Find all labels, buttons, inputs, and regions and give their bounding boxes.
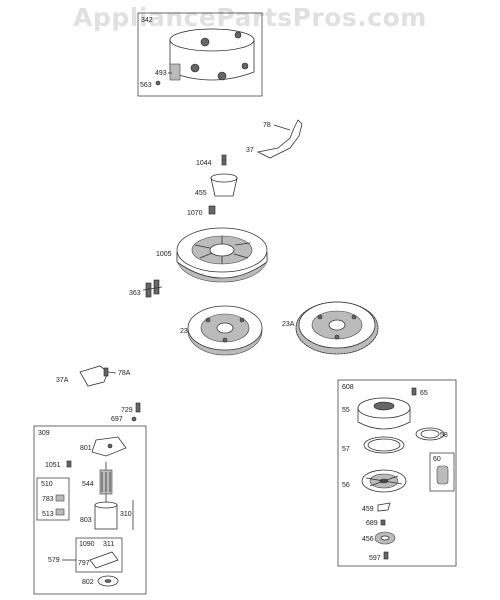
screw-597 — [383, 551, 389, 560]
nut-1070: 1070 — [187, 205, 216, 217]
callout-493: 493 — [155, 70, 167, 77]
callout-60: 60 — [433, 456, 441, 463]
armature-544 — [99, 462, 113, 504]
callout-459: 459 — [362, 506, 374, 513]
callout-689: 689 — [366, 520, 378, 527]
callout-729: 729 — [121, 407, 133, 414]
pulley-56 — [361, 469, 407, 493]
callout-783: 783 — [42, 496, 54, 503]
callout-597: 597 — [369, 555, 381, 562]
box-342 — [137, 12, 263, 97]
callout-1005: 1005 — [156, 251, 172, 258]
callout-37: 37 — [246, 147, 254, 154]
callout-55: 55 — [342, 407, 350, 414]
callout-544: 544 — [82, 481, 94, 488]
dog-459 — [377, 502, 391, 512]
box-1090 — [75, 537, 123, 573]
callout-65: 65 — [420, 390, 428, 397]
callout-1044: 1044 — [196, 160, 212, 167]
brush-783 — [55, 494, 65, 502]
callout-579: 579 — [48, 557, 60, 564]
shield-37A: 37A 78A — [56, 365, 131, 387]
blower-housing-group: 342 493 563 — [137, 12, 263, 97]
housing-803 — [94, 501, 118, 530]
screw-1044: 1044 — [196, 154, 227, 167]
starter-motor-group: 309 801 1051 544 510 783 513 803 310 109… — [33, 425, 147, 595]
callout-311: 311 — [103, 541, 114, 548]
flywheel-23: 23 — [180, 305, 263, 356]
callout-563: 563 — [140, 82, 152, 89]
callout-1051: 1051 — [45, 462, 61, 469]
callout-37A: 37A — [56, 377, 69, 384]
box-608 — [337, 379, 457, 567]
gear-802 — [97, 575, 119, 587]
callout-310: 310 — [120, 511, 132, 518]
callout-803: 803 — [80, 517, 92, 524]
rewind-starter-group: 608 55 65 57 58 60 56 459 689 — [337, 379, 457, 567]
flywheel-1005: 1005 — [156, 227, 268, 283]
spring-58 — [415, 427, 445, 441]
screw-65 — [411, 387, 417, 396]
callout-455: 455 — [195, 190, 207, 197]
callout-23A: 23A — [282, 321, 295, 328]
bracket-493 — [169, 63, 181, 81]
callout-802: 802 — [82, 579, 94, 586]
rope-57 — [363, 436, 405, 454]
callout-23: 23 — [180, 328, 188, 335]
box-510 — [36, 477, 70, 521]
callout-608: 608 — [342, 384, 354, 391]
handle-60 — [436, 465, 449, 485]
callout-797: 797 — [78, 560, 90, 567]
callout-309: 309 — [38, 430, 50, 437]
drive-assembly-797 — [89, 551, 119, 569]
watermark: AppliancePartsPros.com — [73, 3, 427, 32]
callout-1070: 1070 — [187, 210, 203, 217]
callout-342: 342 — [141, 17, 153, 24]
callout-363: 363 — [129, 290, 141, 297]
washer-1051 — [66, 460, 72, 468]
callout-56: 56 — [342, 482, 350, 489]
callout-456: 456 — [362, 536, 374, 543]
retainer-456 — [374, 531, 396, 545]
callout-1090: 1090 — [79, 541, 95, 548]
callout-57: 57 — [342, 446, 350, 453]
callout-510: 510 — [41, 481, 53, 488]
brush-513 — [55, 508, 65, 516]
callout-801: 801 — [80, 445, 92, 452]
callout-513: 513 — [42, 511, 54, 518]
screw-563 — [155, 80, 161, 86]
parts-729-697: 729 697 — [111, 402, 141, 423]
shroud-78-37: 78 37 — [246, 119, 303, 159]
box-60 — [429, 452, 455, 492]
callout-78: 78 — [263, 122, 271, 129]
callout-78A: 78A — [118, 370, 131, 377]
starter-housing-55 — [357, 397, 411, 430]
blower-housing — [169, 28, 255, 81]
flywheel-23A: 23A — [282, 301, 379, 355]
box-309 — [33, 425, 147, 595]
ring-gear-363: 363 — [129, 279, 163, 298]
spring-689 — [380, 519, 386, 526]
screen-455: 455 — [195, 173, 238, 197]
callout-697: 697 — [111, 416, 123, 423]
callout-58: 58 — [440, 432, 448, 439]
